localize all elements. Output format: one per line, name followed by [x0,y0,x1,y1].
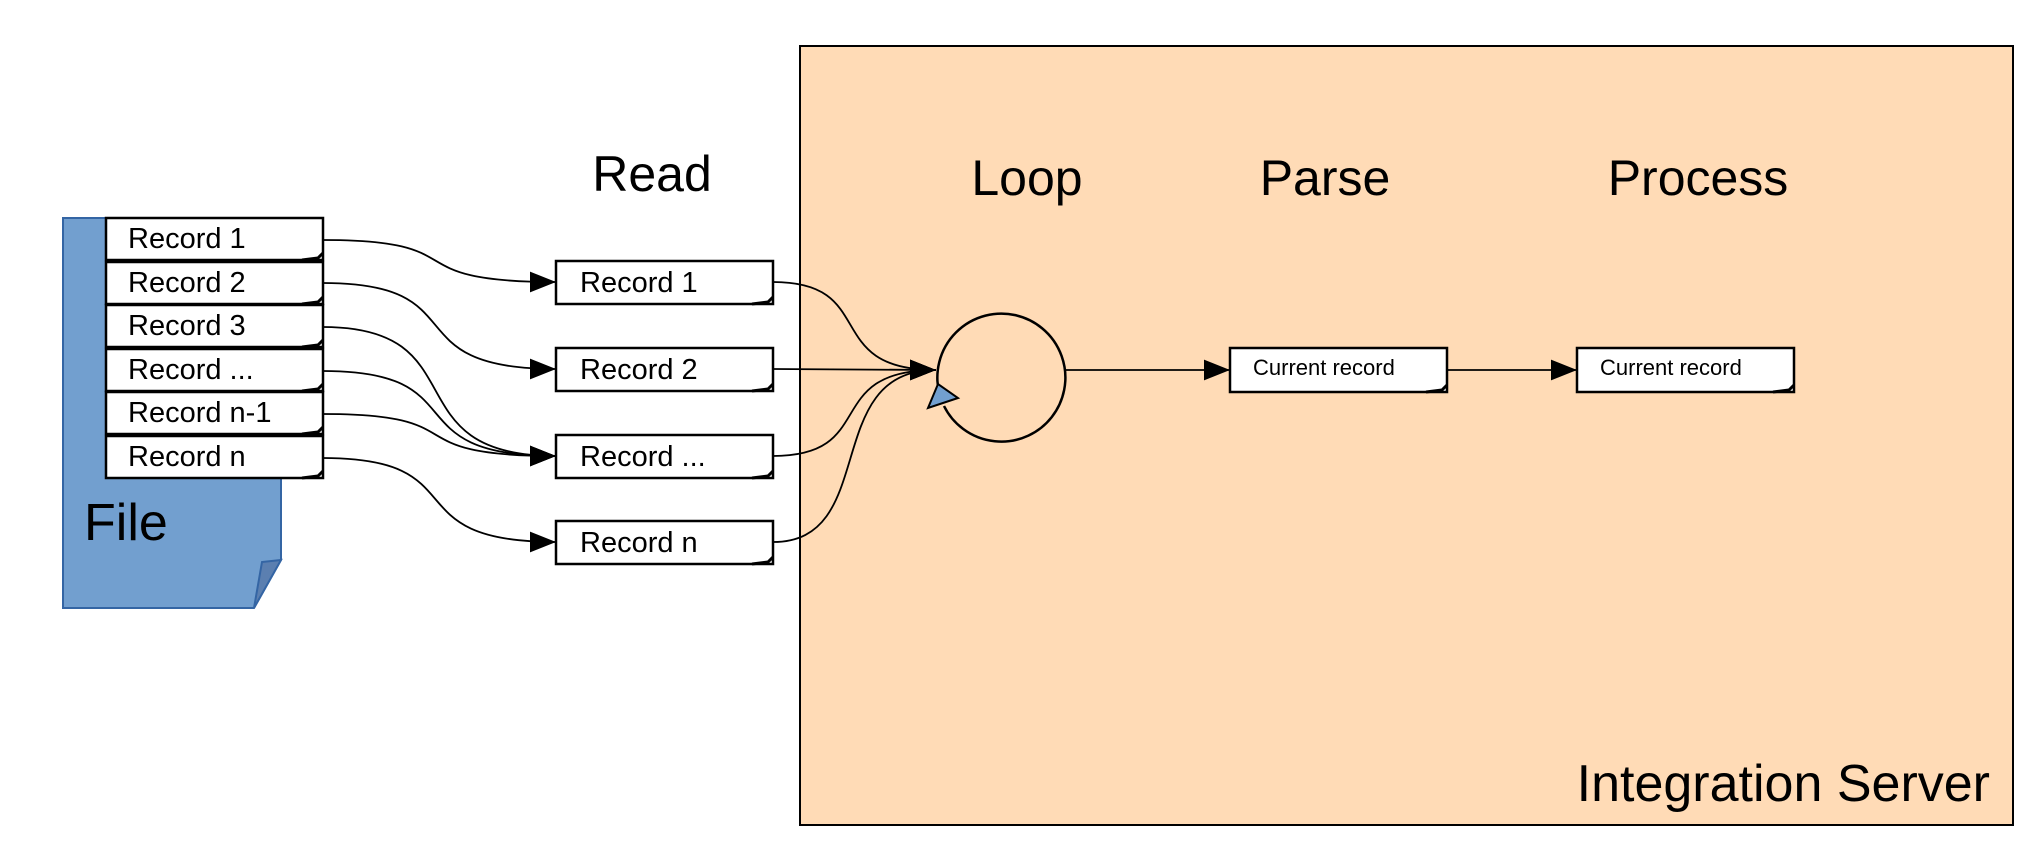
file-record: Record n-1 [104,390,325,436]
connector [772,281,937,381]
file-record: Record ... [104,347,325,393]
read-record-label: Record 1 [580,267,698,299]
file-record: Record 3 [104,303,325,349]
connector [772,359,937,543]
process-record: Current record [1575,346,1796,394]
process-record-label: Current record [1600,355,1742,380]
file-record-label: Record 1 [128,223,246,255]
stage-label-process: Process [1608,150,1789,206]
integration-server-label: Integration Server [1577,755,1990,813]
file-record: Record n [104,434,325,480]
file-record-label: Record n-1 [128,397,271,429]
read-record: Record 2 [554,346,775,393]
integration-server-region [799,45,2014,826]
file-record: Record 2 [104,260,325,306]
loop-icon [926,312,1067,443]
connector [322,282,557,380]
read-record-list: Record 1 Record 2 Record ... Record n [554,259,775,566]
parse-record-label: Current record [1253,355,1395,380]
file-to-read-connectors [322,239,557,553]
file-record-label: Record ... [128,354,254,386]
parse-record: Current record [1228,346,1449,394]
connector [772,359,937,381]
file-label: File [84,494,168,552]
stage-label-loop: Loop [971,150,1082,206]
read-record: Record n [554,519,775,566]
connector [322,457,557,553]
read-record-label: Record n [580,527,698,559]
read-record: Record 1 [554,259,775,306]
connector [322,413,557,467]
connector [322,239,557,293]
file-record-list: Record 1 Record 2 Record 3 Record ... Re… [104,216,325,480]
file-record-label: Record 2 [128,267,246,299]
read-record-label: Record 2 [580,354,698,386]
read-to-loop-connectors [772,281,937,543]
read-record-label: Record ... [580,441,706,473]
connector [322,326,557,467]
connector [322,370,557,467]
stage-label-read: Read [592,146,712,202]
stage-label-parse: Parse [1260,150,1391,206]
read-record: Record ... [554,433,775,480]
file-record-label: Record n [128,441,246,473]
connector [772,359,937,457]
file-record-label: Record 3 [128,310,246,342]
file-record: Record 1 [104,216,325,262]
